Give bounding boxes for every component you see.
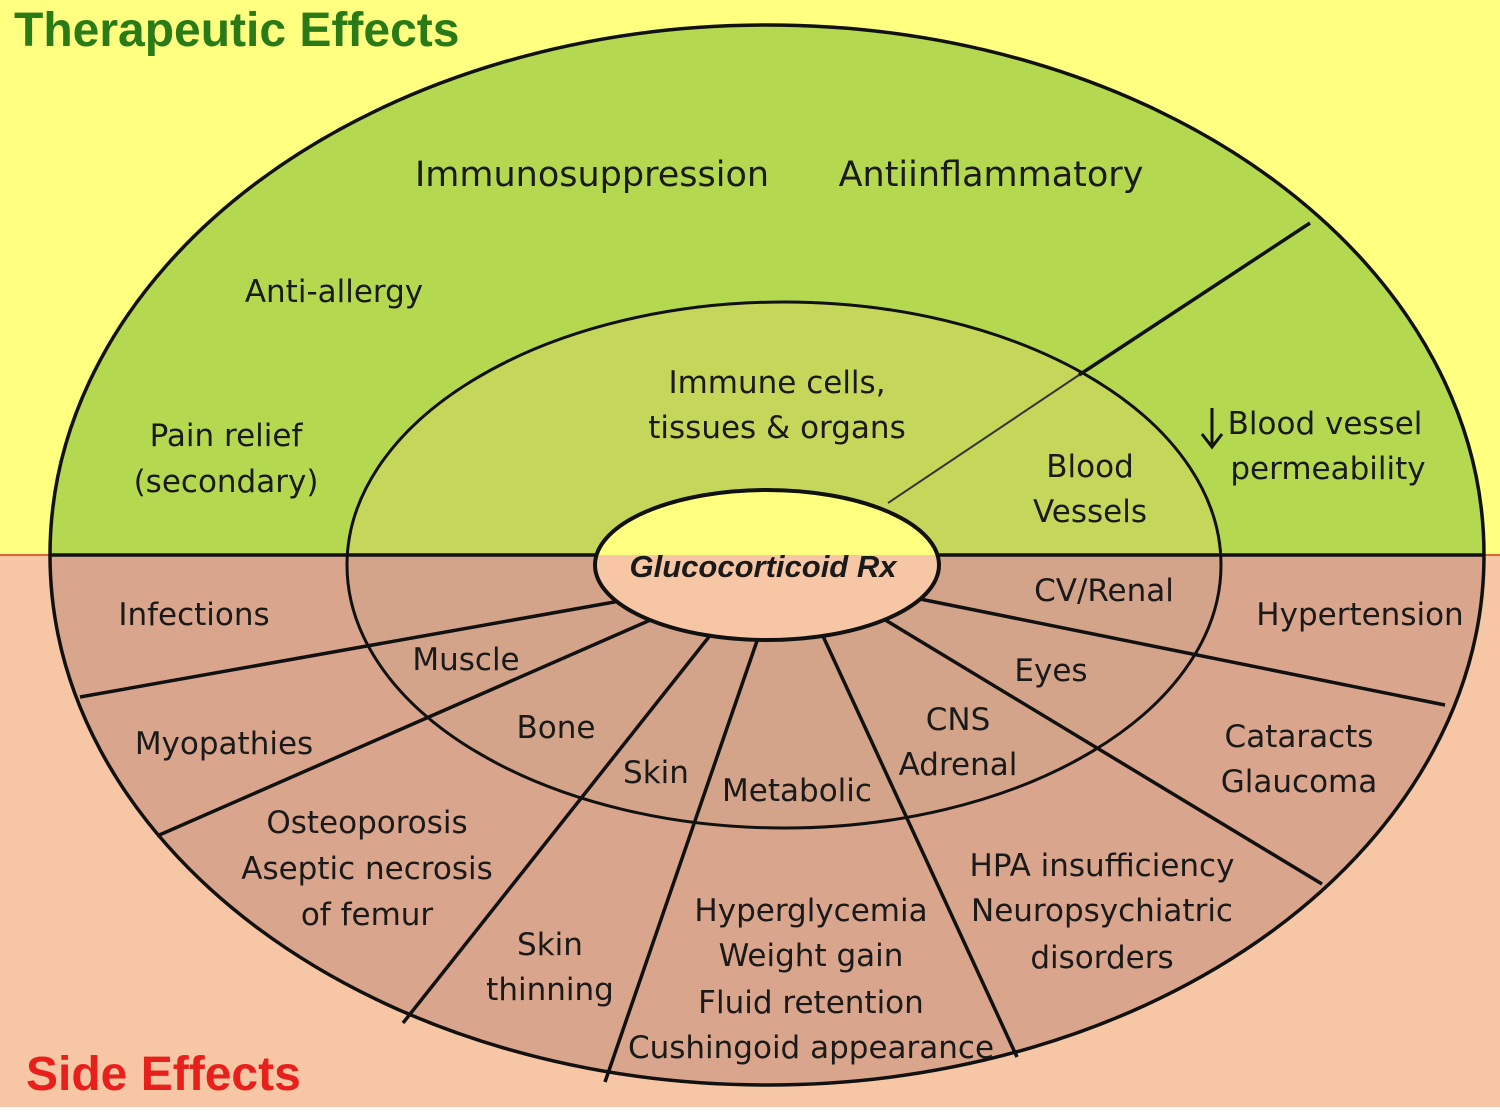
- therapeutic-inner-region: [347, 302, 1221, 555]
- down-arrow-icon: [1200, 408, 1224, 450]
- bone-label: Bone: [517, 710, 596, 746]
- glaucoma-label: Glaucoma: [1221, 764, 1377, 800]
- therapeutic-divider-inner: [887, 374, 1080, 504]
- side-effect-spokes: [79, 596, 1446, 1083]
- inner-ellipse-outline: [345, 300, 1223, 830]
- therapeutic-divider-outer: [1078, 221, 1311, 377]
- side-effects-heading: Side Effects: [26, 1048, 301, 1101]
- pain-relief-label-line1: Pain relief: [150, 418, 304, 454]
- therapeutic-effects-heading: Therapeutic Effects: [14, 4, 459, 57]
- metabolic-effects-line1: Hyperglycemia: [694, 893, 927, 929]
- side-effects-inner-region: [347, 555, 1221, 828]
- skin-label: Skin: [623, 755, 689, 791]
- skin-thinning-label-line1: Skin: [517, 927, 583, 963]
- spoke-metabolic: [820, 633, 1019, 1058]
- infections-label: Infections: [118, 597, 269, 633]
- metabolic-effects-line4: Cushingoid appearance: [628, 1030, 994, 1066]
- spoke-myopathies: [156, 616, 656, 838]
- pain-relief-label-line2: (secondary): [134, 464, 319, 500]
- immune-cells-label-line1: Immune cells,: [668, 365, 885, 401]
- spoke-skin: [603, 637, 760, 1083]
- hypertension-label: Hypertension: [1256, 597, 1463, 633]
- immunosuppression-label: Immunosuppression: [415, 155, 769, 195]
- spoke-eyes: [914, 596, 1446, 707]
- blood-vessels-label-line1: Blood: [1046, 449, 1134, 485]
- blood-vessel-permeability-line1: Blood vessel: [1228, 406, 1423, 442]
- hpa-label-line2: Neuropsychiatric: [971, 893, 1233, 929]
- spoke-osteoporosis: [401, 631, 714, 1025]
- myopathies-label: Myopathies: [135, 726, 313, 762]
- blood-vessel-permeability-line2: permeability: [1230, 451, 1425, 487]
- center-ellipse-outline: [593, 488, 941, 642]
- spoke-infections: [79, 599, 621, 699]
- cataracts-label: Cataracts: [1225, 719, 1374, 755]
- metabolic-label: Metabolic: [722, 773, 872, 809]
- antiinflammatory-label: Antiinflammatory: [839, 155, 1144, 195]
- immune-cells-label-line2: tissues & organs: [648, 410, 905, 446]
- muscle-label: Muscle: [412, 642, 519, 678]
- osteoporosis-label-line3: of femur: [301, 897, 434, 933]
- cns-label: CNS: [926, 702, 991, 738]
- cv-renal-label: CV/Renal: [1034, 573, 1174, 609]
- hpa-label-line3: disorders: [1030, 940, 1173, 976]
- center-bottom-fill: [595, 555, 939, 640]
- eyes-label: Eyes: [1014, 653, 1087, 689]
- center-top-fill: [596, 490, 938, 555]
- skin-thinning-label-line2: thinning: [486, 972, 614, 1008]
- center-label: Glucocorticoid Rx: [630, 549, 899, 584]
- anti-allergy-label: Anti-allergy: [245, 274, 423, 310]
- adrenal-label: Adrenal: [899, 747, 1018, 783]
- osteoporosis-label-line1: Osteoporosis: [266, 805, 467, 841]
- blood-vessels-label-line2: Vessels: [1033, 494, 1147, 530]
- hpa-label-line1: HPA insufficiency: [970, 848, 1235, 884]
- metabolic-effects-line2: Weight gain: [719, 938, 904, 974]
- spoke-cns: [881, 616, 1323, 886]
- osteoporosis-label-line2: Aseptic necrosis: [241, 851, 492, 887]
- metabolic-effects-line3: Fluid retention: [698, 985, 924, 1021]
